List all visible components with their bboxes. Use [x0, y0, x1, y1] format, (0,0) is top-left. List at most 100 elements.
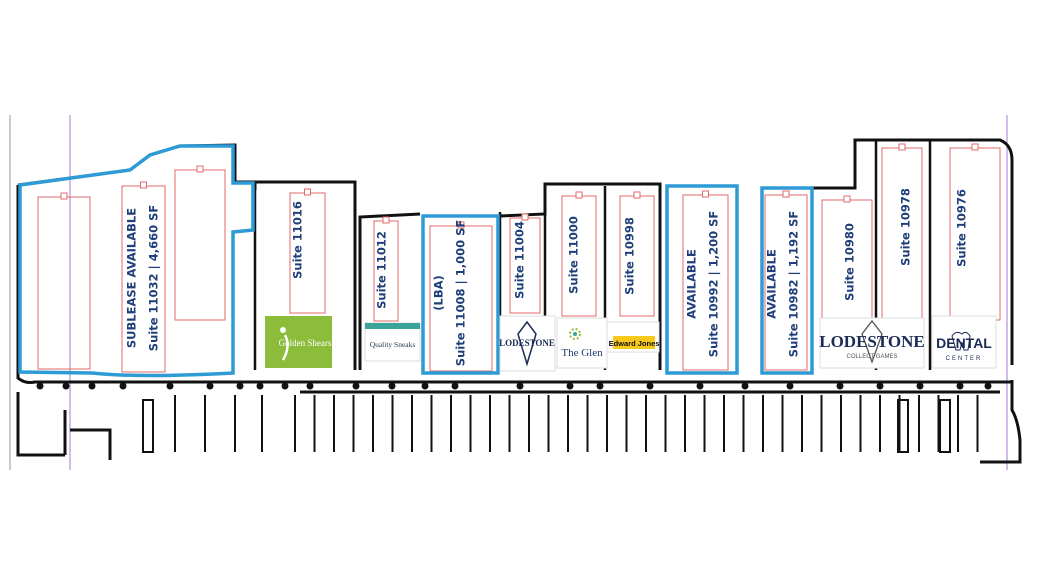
- unit-highlight-10992[interactable]: [665, 184, 739, 375]
- suite-marker: [60, 192, 68, 200]
- storefront-post: [696, 382, 704, 390]
- storefront-post: [256, 382, 264, 390]
- storefront-post: [36, 382, 44, 390]
- logo-subtitle: COLLECT GAMES: [847, 354, 898, 360]
- logo-background: [364, 322, 421, 362]
- parking-island: [142, 399, 154, 453]
- storefront-post: [566, 382, 574, 390]
- unit-highlight-11032[interactable]: [18, 144, 255, 378]
- suite-marker: [971, 143, 979, 151]
- diamond-icon: [861, 319, 883, 364]
- suite-marker: [575, 191, 583, 199]
- unit-highlight-11008[interactable]: [421, 214, 500, 375]
- suite-marker: [702, 190, 709, 198]
- logo-subtitle: CENTER: [946, 356, 983, 362]
- storefront-post: [741, 382, 749, 390]
- logo-background: [819, 317, 925, 369]
- storefront-post: [786, 382, 794, 390]
- storefront-posts: [36, 382, 992, 390]
- suite-label: Suite 10980: [843, 223, 857, 301]
- storefront-post: [88, 382, 96, 390]
- wordmark-icon: [613, 336, 655, 349]
- available-unit-outlines: [18, 144, 814, 378]
- suite-footprints: [37, 143, 1001, 373]
- storefront-post: [451, 382, 459, 390]
- tenant-logo-11004[interactable]: LODESTONE: [499, 315, 556, 372]
- tenant-logo-10998[interactable]: Edward Jones: [606, 321, 660, 353]
- tooth-icon: [951, 331, 971, 351]
- logo-background: [556, 317, 608, 369]
- leader-lines: [9, 115, 1008, 470]
- storefront-post: [916, 382, 924, 390]
- storefront-post: [236, 382, 244, 390]
- suite-marker: [521, 213, 529, 221]
- logo-name: Quality Sneaks: [370, 340, 416, 349]
- suite-marker: [457, 221, 465, 229]
- tenant-logos: Golden Shears Quality Sneaks LODESTONE T…: [265, 315, 997, 372]
- logo-name: Golden Shears: [279, 338, 332, 348]
- suite-label: AVAILABLE: [685, 249, 699, 319]
- storefront-post: [166, 382, 174, 390]
- suite-marker: [196, 165, 204, 173]
- tenant-logo-11012[interactable]: Quality Sneaks: [364, 322, 421, 362]
- suite-footprint: [37, 196, 91, 370]
- logo-name: LODESTONE: [819, 332, 925, 351]
- storefront-post: [836, 382, 844, 390]
- suite-label: Suite 11032 | 4,660 SF: [147, 205, 161, 351]
- storefront-post: [306, 382, 314, 390]
- figure-icon: [280, 327, 289, 361]
- storefront-post: [956, 382, 964, 390]
- suite-label: Suite 10992 | 1,200 SF: [707, 211, 721, 357]
- storefront-post: [876, 382, 884, 390]
- diamond-icon: [517, 320, 537, 367]
- tenant-logo-10976[interactable]: DENTAL CENTER: [931, 315, 997, 369]
- unit-highlight-10982[interactable]: [760, 186, 814, 375]
- suite-label: (LBA): [432, 275, 446, 311]
- suite-footprint: [174, 169, 226, 321]
- storefront-post: [62, 382, 70, 390]
- tenant-logo-11000[interactable]: The Glen: [556, 317, 608, 369]
- tenant-logo-11016[interactable]: Golden Shears: [265, 316, 332, 368]
- suite-marker: [382, 216, 390, 224]
- suite-marker: [843, 195, 851, 203]
- suite-marker: [782, 190, 790, 198]
- storefront-post: [421, 382, 429, 390]
- storefront-post: [206, 382, 214, 390]
- logo-background: [931, 315, 997, 369]
- suite-label: Suite 11016: [291, 201, 305, 279]
- suite-labels: SUBLEASE AVAILABLE Suite 11032 | 4,660 SF…: [125, 188, 969, 366]
- logo-background: [265, 316, 332, 368]
- suite-label: Suite 11004: [513, 221, 527, 299]
- suite-label: Suite 10976: [955, 189, 969, 267]
- storefront-post: [596, 382, 604, 390]
- storefront-post: [516, 382, 524, 390]
- suite-label: Suite 11000: [567, 216, 581, 294]
- suite-label: Suite 11012: [375, 231, 389, 309]
- parking-stalls: [174, 395, 979, 452]
- logo-name: LODESTONE: [499, 338, 555, 348]
- suite-label: Suite 11008 | 1,000 SF: [454, 220, 468, 366]
- suite-label: SUBLEASE AVAILABLE: [125, 208, 139, 348]
- suite-label: Suite 10978: [899, 188, 913, 266]
- logo-name: Edward Jones: [609, 339, 660, 348]
- logo-name: The Glen: [561, 347, 603, 359]
- storefront-post: [984, 382, 992, 390]
- storefront-post: [281, 382, 289, 390]
- suite-label: AVAILABLE: [765, 249, 779, 319]
- tenant-logo-10980[interactable]: LODESTONE COLLECT GAMES: [819, 317, 925, 369]
- storefront-post: [119, 382, 127, 390]
- suite-marker: [304, 188, 311, 196]
- suite-marker: [898, 143, 906, 151]
- storefront-post: [646, 382, 654, 390]
- logo-name: DENTAL: [936, 335, 992, 351]
- parking-island: [897, 399, 909, 453]
- suite-marker: [633, 191, 641, 199]
- suite-label: Suite 10982 | 1,192 SF: [787, 211, 801, 357]
- storefront-post: [388, 382, 396, 390]
- suite-marker: [140, 181, 147, 189]
- shoe-icon: [365, 323, 420, 329]
- building-outline: [16, 138, 1022, 464]
- parking-islands: [142, 399, 951, 453]
